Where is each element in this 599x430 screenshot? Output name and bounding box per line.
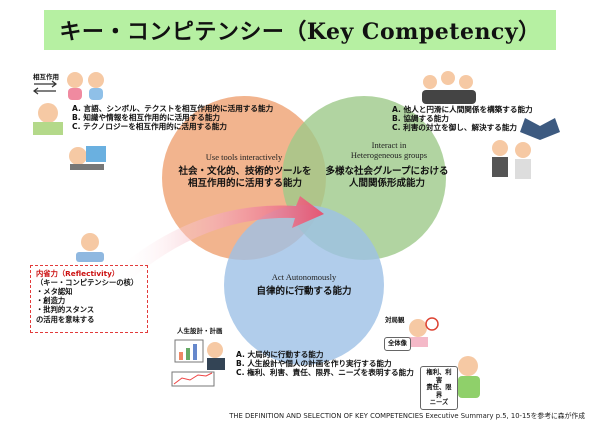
tools-competency-list: A. 言語、シンボル、テクストを相互作用的に活用する能力 B. 知識や情報を相互… [72,104,273,131]
list-item: C. テクノロジーを相互作用的に活用する能力 [72,122,227,132]
rights-bubble-line: 責任、限界 [426,384,452,399]
reflectivity-line: ・メタ認知 [36,287,73,297]
groups-circle-japanese: 多様な社会グループにおける 人間関係形成能力 [312,166,462,190]
perspective-tag: 対局観 [385,316,405,324]
autonomous-circle-japanese: 自律的に行動する能力 [256,286,352,297]
page-title: キー・コンピテンシー（Key Competency） [59,19,541,45]
list-item: A. 言語、シンボル、テクストを相互作用的に活用する能力 [72,104,274,113]
groups-circle-english-line: Interact in [371,140,407,150]
list-item: B. 協調する能力 [392,114,449,124]
rights-bubble: 権利、利害 責任、限界 ニーズ [420,366,458,410]
handshake-icon [520,118,560,140]
reflectivity-line: （キー・コンピテンシーの核） [36,278,139,288]
list-item: C. 利害の対立を御し、解決する能力 [392,123,518,133]
reading-student-icon [33,103,63,135]
source-footer: THE DEFINITION AND SELECTION OF KEY COMP… [229,412,585,420]
conflict-people-icon [492,140,531,179]
rights-bubble-line: ニーズ [429,399,449,407]
groups-circle-english: Interact in Heterogeneous groups [334,140,444,160]
reflectivity-line: ・創造力 [36,296,66,306]
tools-circle-japanese-line: 社会・文化的、技術的ツールを [178,166,312,177]
reflectivity-line: の活用を意味する [36,314,95,324]
tools-circle-japanese-line: 相互作用的に活用する能力 [187,177,302,189]
reflectivity-heading: 内省力（Reflectivity） [36,269,120,278]
planning-chart-icon [174,339,225,370]
magnifier-person-icon [408,317,439,347]
groups-circle-japanese-line: 人間関係形成能力 [348,177,425,189]
tools-circle-english: Use tools interactively [205,152,283,162]
people-talking-icon [67,72,104,100]
autonomous-circle-english: Act Autonomously [271,272,337,282]
computer-user-icon [69,146,106,170]
interaction-arrows-icon [33,80,57,95]
speaking-person-icon [458,356,480,398]
groups-circle-japanese-line: 多様な社会グループにおける [325,166,449,177]
reflectivity-arrow [118,196,324,282]
reflectivity-line: ・批判的スタンス [36,305,95,315]
list-item: C. 権利、利害、責任、限界、ニーズを表明する能力 [236,368,414,378]
list-item: B. 知識や情報を相互作用的に活用する能力 [72,113,221,123]
list-item: A. 大局的に行動する能力 [236,350,324,359]
groups-circle-english-line: Heterogeneous groups [350,150,428,160]
whole-picture-bubble: 全体像 [384,337,411,351]
list-item: B. 人生設計や個人の計画を作り実行する能力 [236,359,392,369]
title-banner: キー・コンピテンシー（Key Competency） [44,10,556,50]
tools-circle-japanese: 社会・文化的、技術的ツールを 相互作用的に活用する能力 [170,166,320,190]
group-people-icon [422,71,476,104]
rights-bubble-line: 権利、利害 [426,369,452,384]
life-design-tag: 人生設計・計画 [177,327,223,335]
reflecting-person-icon [76,233,104,262]
timeline-graph-icon [171,371,215,387]
groups-competency-list: A. 他人と円滑に人間関係を構築する能力 B. 協調する能力 C. 利害の対立を… [392,105,533,132]
circle-act-autonomously [224,205,384,365]
interaction-tag: 相互作用 [33,73,59,81]
list-item: A. 他人と円滑に人間関係を構築する能力 [392,105,533,114]
autonomous-competency-list: A. 大局的に行動する能力 B. 人生設計や個人の計画を作り実行する能力 C. … [236,350,414,377]
reflectivity-box: 内省力（Reflectivity） （キー・コンピテンシーの核） ・メタ認知 ・… [30,265,148,333]
